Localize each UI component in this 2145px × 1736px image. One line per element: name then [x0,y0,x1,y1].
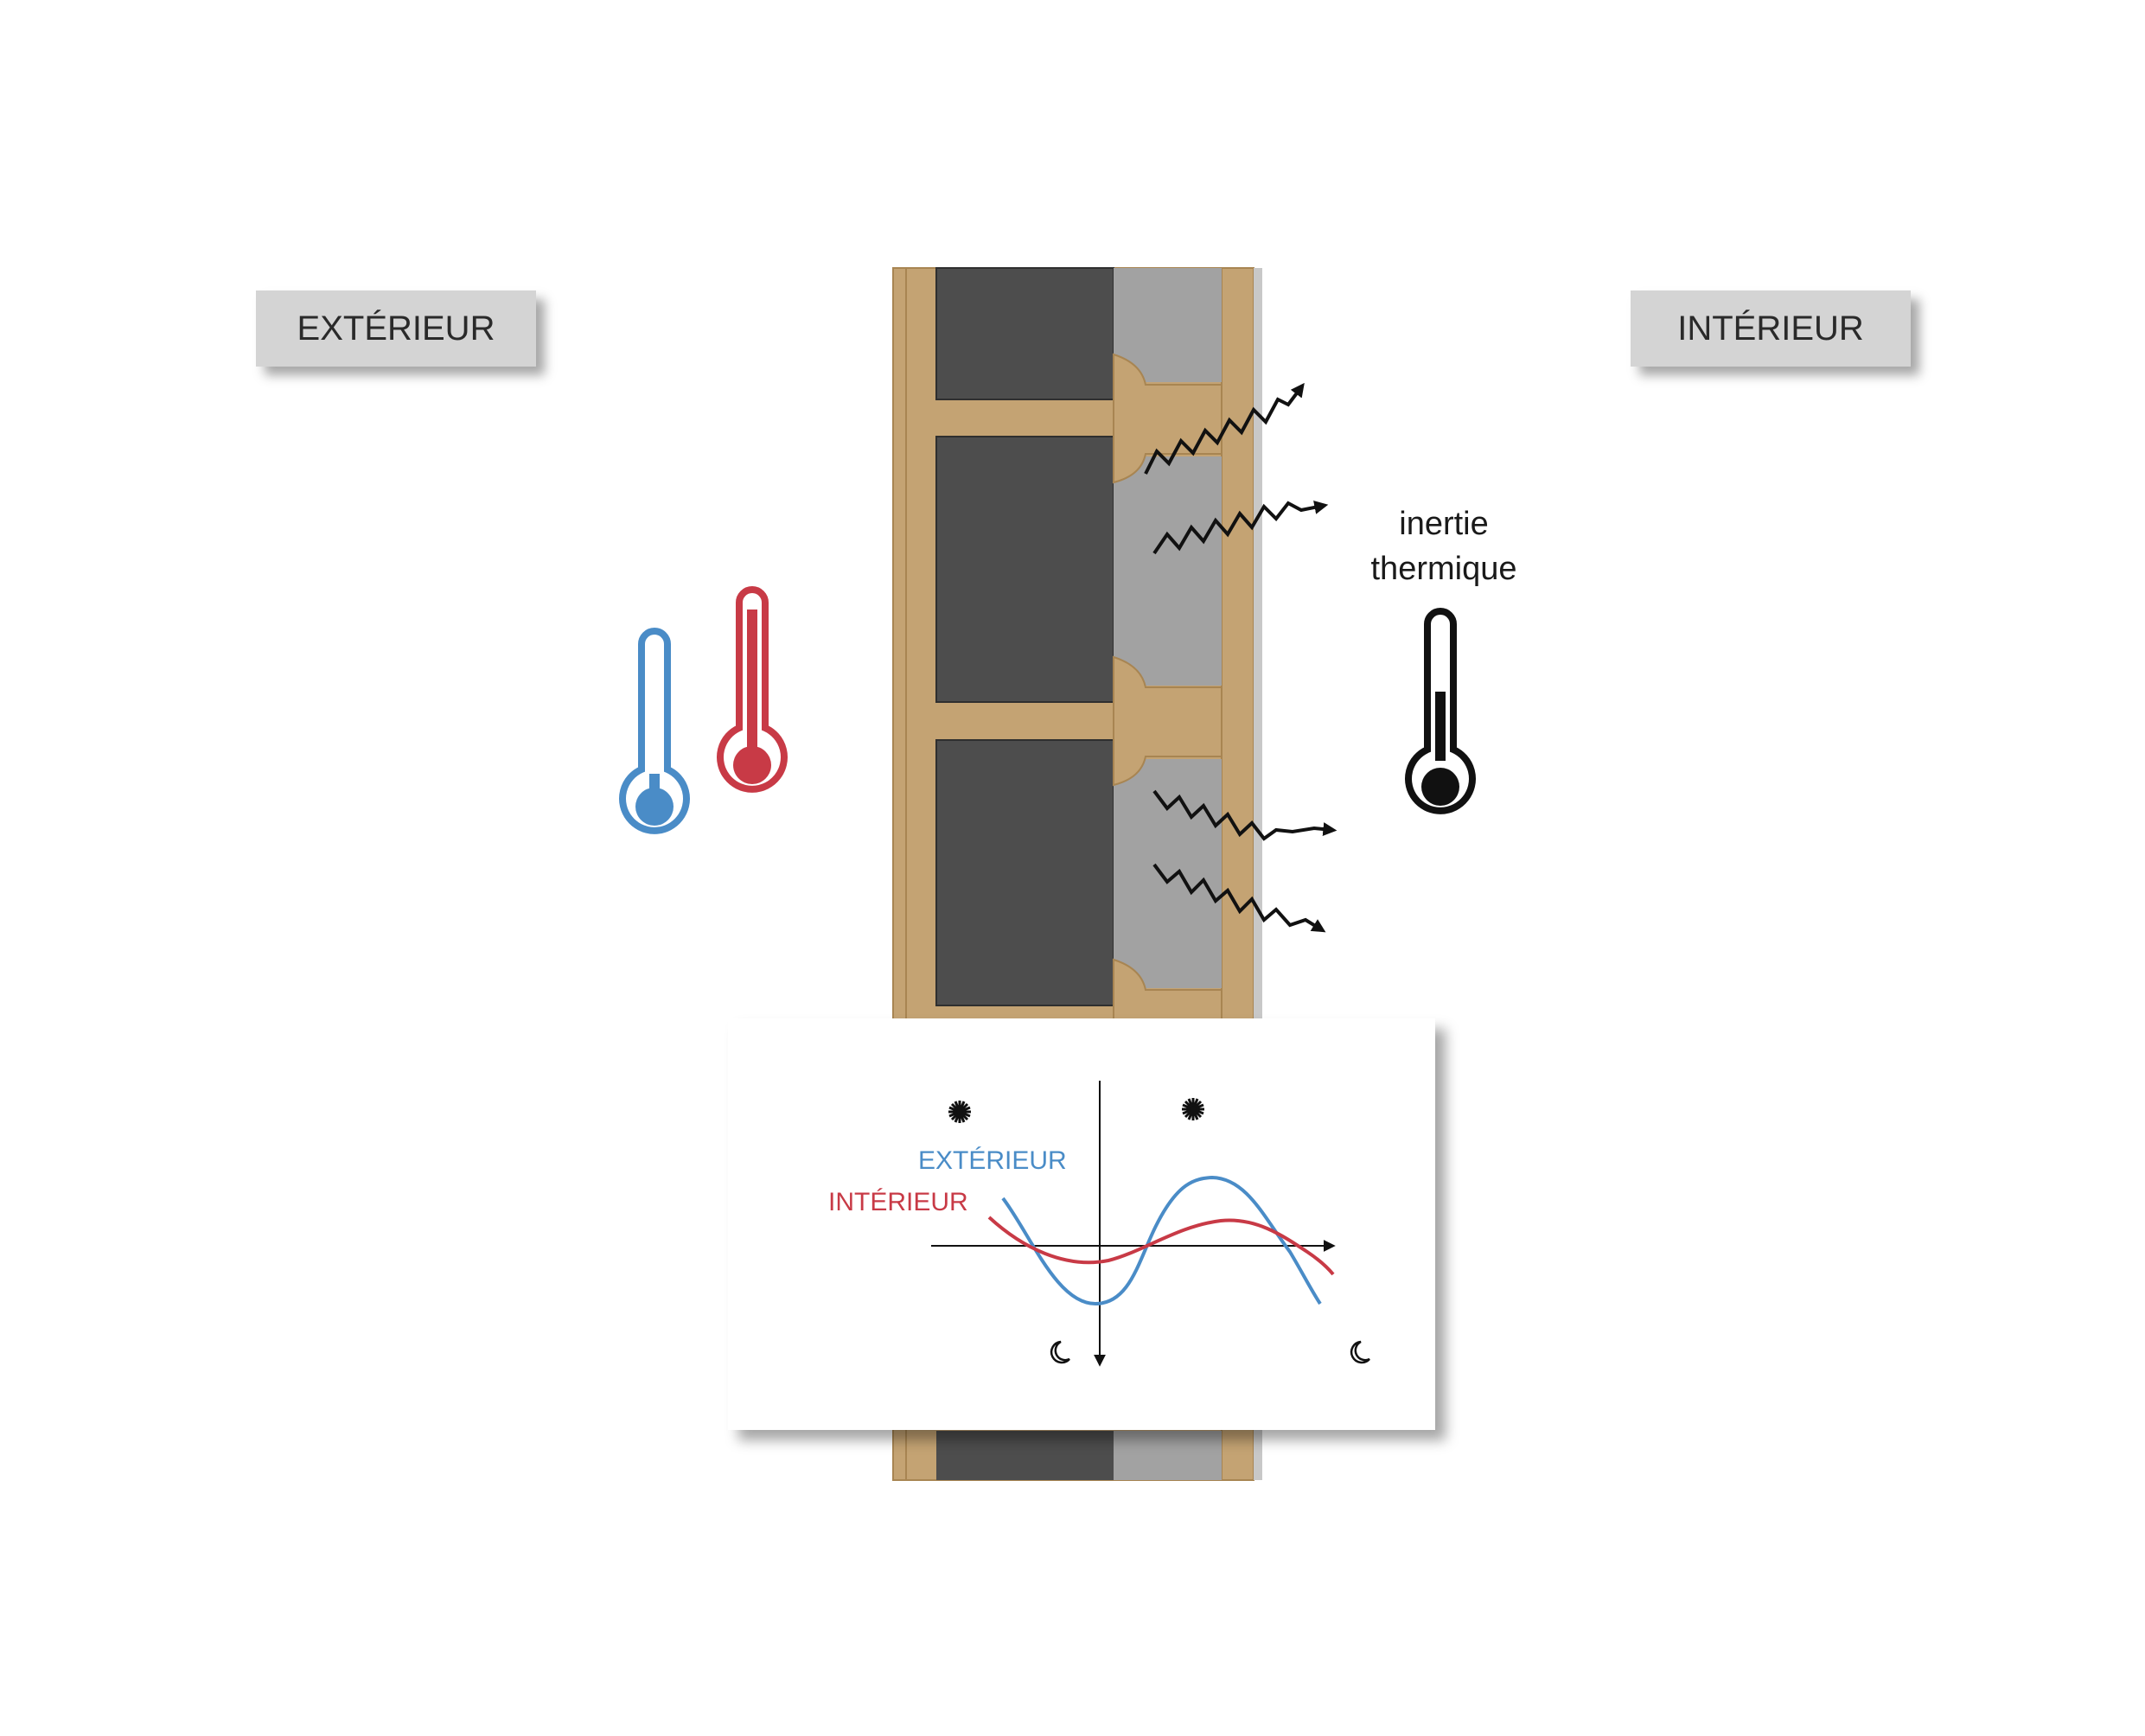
thermal-inertia-label: inertie thermique [1323,501,1565,591]
heat-arrow [1144,382,1305,475]
wall-block [935,739,1114,1006]
thermometer-interior-stable [1405,608,1476,814]
wall [892,267,1262,1481]
insulation-panel [1114,759,1222,988]
wood-stud [1113,655,1223,787]
heat-arrow [1152,863,1326,933]
wall-block [935,436,1114,703]
moon-icon [1350,1340,1370,1364]
interior-label: INTÉRIEUR [1631,290,1911,367]
exterior-curve-label: EXTÉRIEUR [918,1146,1067,1175]
moon-icon [1050,1340,1070,1364]
temperature-graph-card: EXTÉRIEUR INTÉRIEUR [728,1018,1435,1430]
heat-arrow [1152,501,1329,555]
thermometer-exterior-cold [619,628,690,834]
insulation-panel [1114,1431,1222,1480]
sun-icon [1182,1098,1204,1120]
wall-block [935,267,1114,400]
heat-arrow [1152,789,1337,841]
temperature-graph [931,1081,1370,1367]
insulation-panel [1114,456,1222,686]
interior-curve [987,1216,1335,1276]
inertia-line-1: inertie [1399,506,1489,542]
exterior-label: EXTÉRIEUR [256,290,536,367]
interior-curve-label: INTÉRIEUR [828,1188,968,1216]
wall-block [936,1431,1114,1480]
sun-icon [948,1101,971,1123]
heat-arrows [1144,382,1337,933]
thermometer-exterior-hot [717,586,788,793]
inertia-line-2: thermique [1370,551,1517,587]
exterior-curve [1001,1175,1322,1306]
interior-plaster [1254,268,1262,1480]
